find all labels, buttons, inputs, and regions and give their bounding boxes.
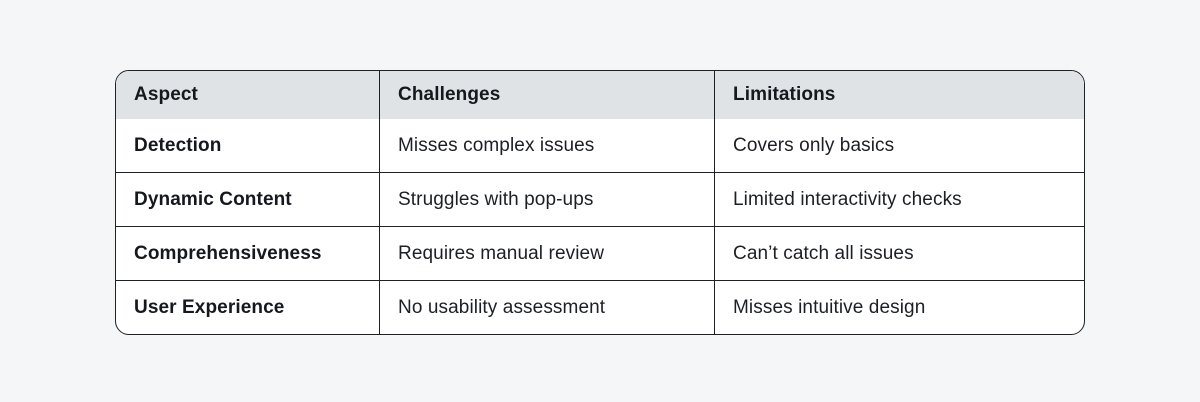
cell-challenges: Struggles with pop-ups <box>379 173 714 226</box>
cell-challenges: No usability assessment <box>379 281 714 334</box>
table-row: Detection Misses complex issues Covers o… <box>116 119 1084 172</box>
cell-limitations: Misses intuitive design <box>714 281 1084 334</box>
cell-challenges: Requires manual review <box>379 227 714 280</box>
table-row: Comprehensiveness Requires manual review… <box>116 226 1084 280</box>
header-cell-challenges: Challenges <box>379 71 714 119</box>
header-cell-aspect: Aspect <box>116 71 379 119</box>
table-body: Detection Misses complex issues Covers o… <box>116 119 1084 334</box>
table-header-row: Aspect Challenges Limitations <box>116 71 1084 119</box>
table-row: User Experience No usability assessment … <box>116 280 1084 334</box>
cell-challenges: Misses complex issues <box>379 119 714 172</box>
comparison-table: Aspect Challenges Limitations Detection … <box>115 70 1085 335</box>
cell-limitations: Covers only basics <box>714 119 1084 172</box>
cell-aspect: Comprehensiveness <box>134 242 322 264</box>
header-cell-limitations: Limitations <box>714 71 1084 119</box>
cell-limitations: Can’t catch all issues <box>714 227 1084 280</box>
table-row: Dynamic Content Struggles with pop-ups L… <box>116 172 1084 226</box>
cell-aspect: User Experience <box>134 296 285 318</box>
cell-limitations: Limited interactivity checks <box>714 173 1084 226</box>
cell-aspect: Detection <box>134 134 222 156</box>
cell-aspect: Dynamic Content <box>134 188 292 210</box>
